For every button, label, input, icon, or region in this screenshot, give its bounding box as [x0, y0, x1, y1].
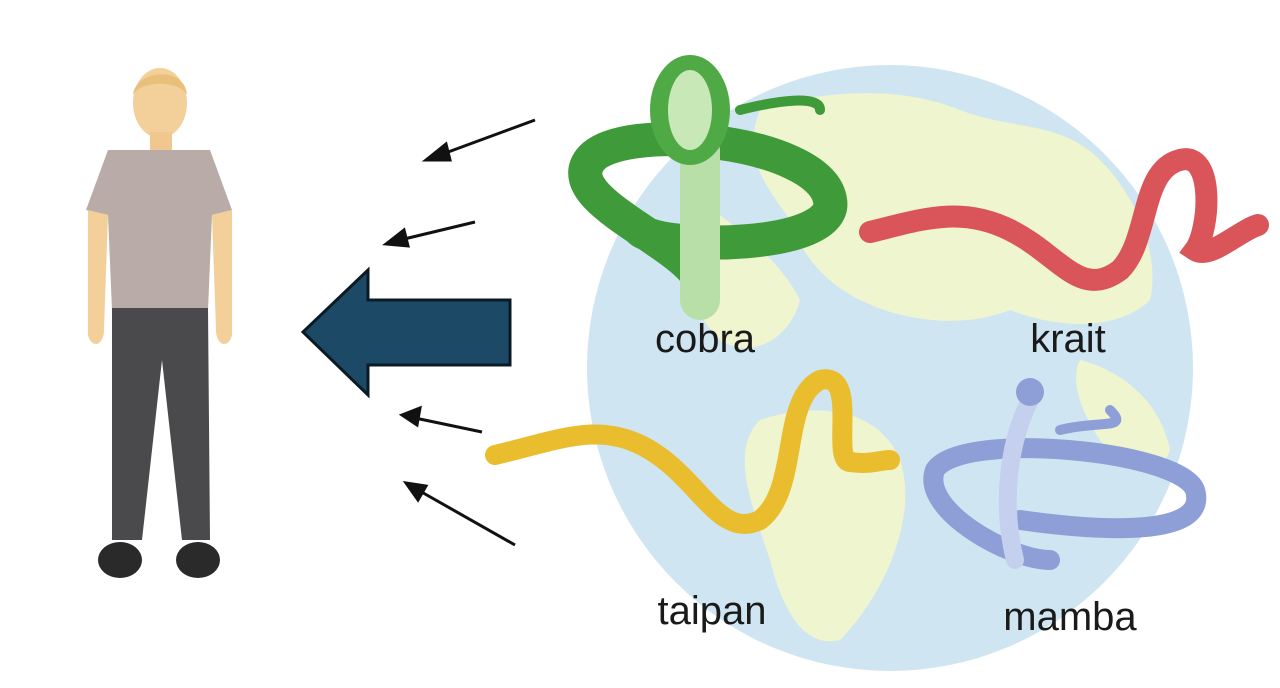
cobra-label: cobra: [655, 317, 756, 361]
taipan-label: taipan: [658, 589, 767, 633]
small-arrow-icon: [382, 220, 476, 248]
small-arrow-icon: [402, 480, 516, 547]
mamba-illustration: [923, 378, 1207, 570]
mamba-label: mamba: [1003, 595, 1137, 639]
human-figure: [86, 68, 232, 578]
big-arrow-icon: [300, 266, 512, 399]
small-arrow-icon: [421, 118, 536, 162]
taipan-illustration: [485, 369, 900, 534]
cobra-illustration: [568, 55, 848, 320]
krait-label: krait: [1030, 317, 1106, 361]
small-arrow-icon: [398, 405, 483, 434]
krait-illustration: [859, 148, 1269, 291]
